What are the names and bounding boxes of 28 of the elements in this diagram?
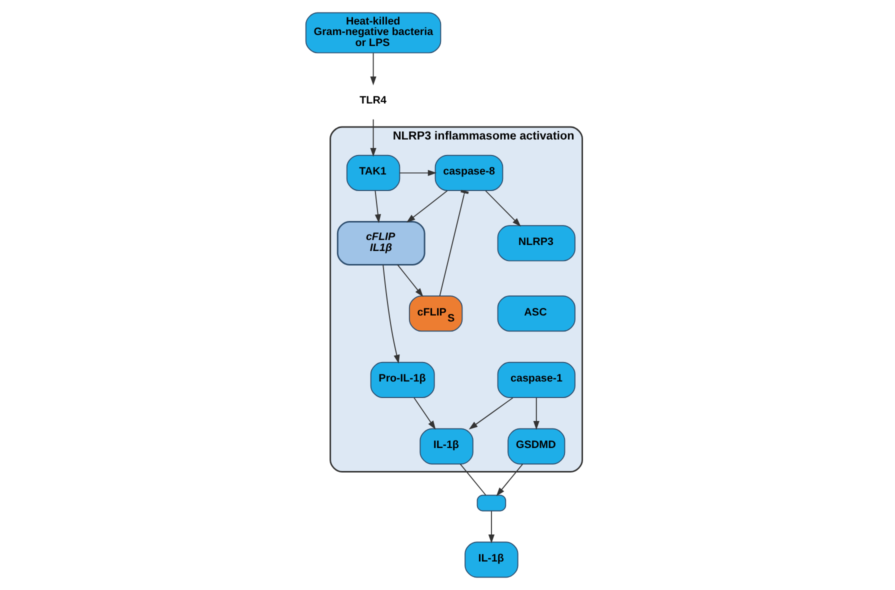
arrow: [370, 118, 376, 157]
node-text: TLR4: [359, 94, 386, 106]
connector: [438, 190, 468, 296]
arrow: [382, 264, 400, 364]
arrow: [413, 397, 436, 430]
node-box: NLRP3: [496, 225, 575, 262]
node-box: TAK1: [346, 154, 400, 191]
arrow: [488, 510, 494, 544]
arrow: [532, 397, 539, 430]
node-box: ASC: [496, 295, 575, 332]
arrow: [484, 190, 520, 227]
arrow: [398, 170, 436, 176]
node-box: IL-1β: [464, 542, 518, 578]
node-box: IL-1β: [419, 428, 473, 464]
node-box: GSDMD: [507, 428, 565, 464]
node-box: Heat-killed Gram-negative bacteria or LPS: [304, 12, 441, 54]
connector: [459, 464, 486, 496]
node-box: cFLIP IL1β: [336, 221, 425, 266]
arrow: [374, 190, 380, 224]
node-box: Pro-IL-1β: [370, 362, 434, 398]
arrow: [396, 264, 423, 297]
node-box: caspase-8: [434, 154, 503, 191]
arrow: [496, 464, 523, 496]
node-box: [476, 494, 506, 512]
arrow: [468, 397, 513, 430]
arrow: [406, 190, 448, 223]
node-box: caspase-1: [496, 362, 575, 398]
arrow: [370, 52, 376, 86]
